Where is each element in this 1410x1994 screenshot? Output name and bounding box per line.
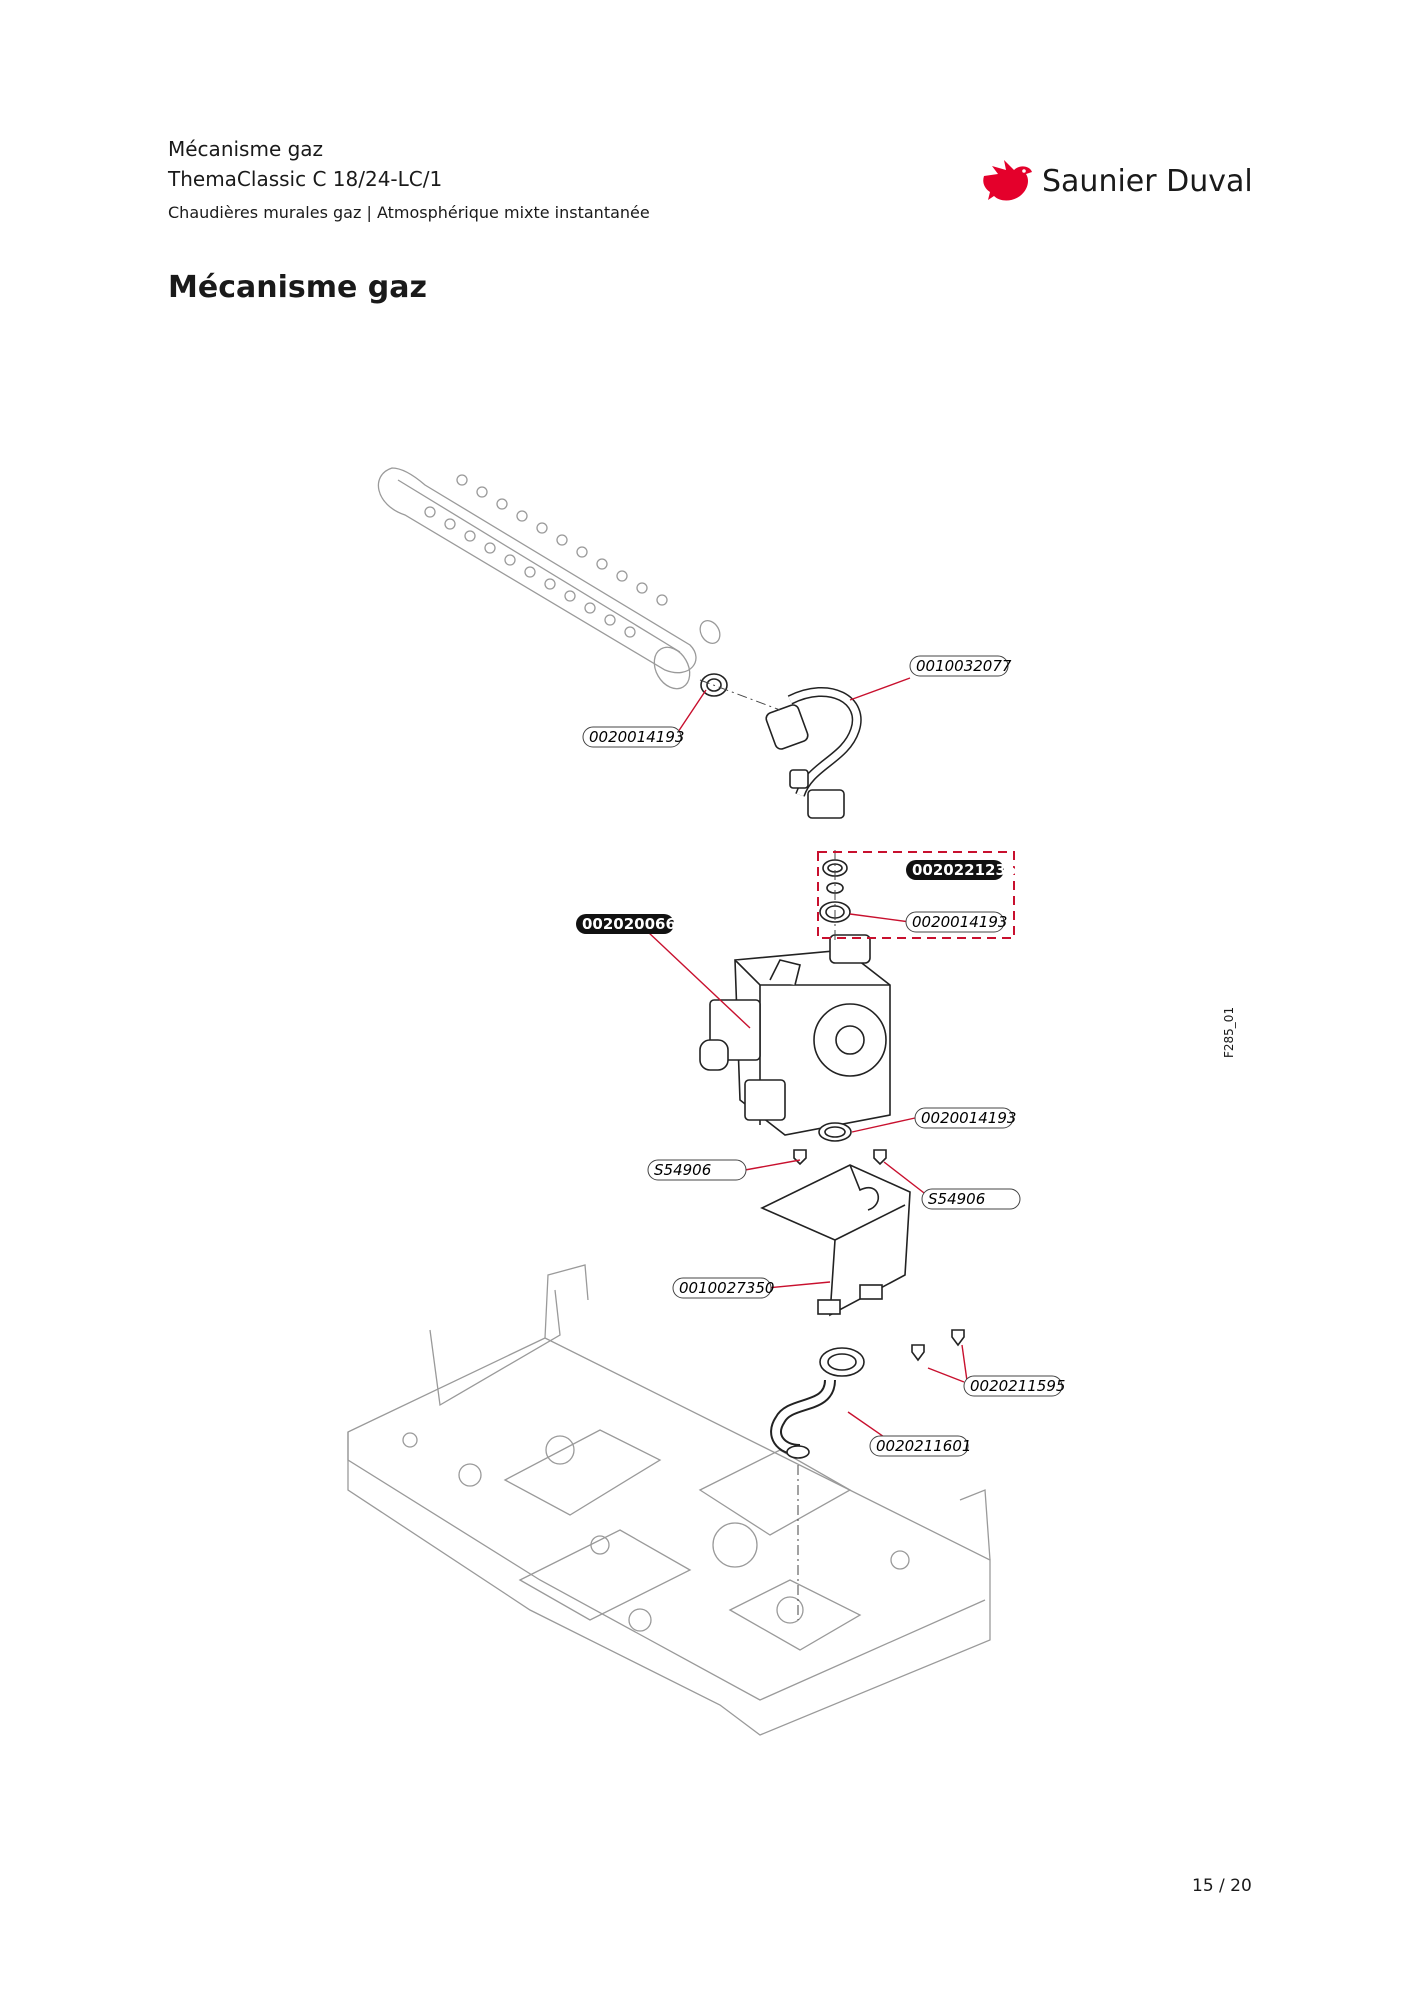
callout-0020014193-upper: 0020014193: [582, 726, 684, 748]
header-section-title: Mécanisme gaz: [168, 137, 324, 161]
header-category: Chaudières murales gaz | Atmosphérique m…: [168, 203, 650, 222]
page-title: Mécanisme gaz: [168, 270, 427, 305]
callout-0020221236: 0020221236: [906, 860, 1016, 880]
header: Mécanisme gaz ThemaClassic C 18/24-LC/1 …: [168, 134, 650, 226]
part-ref-label: 0010032077: [916, 657, 1012, 675]
bird-icon: [983, 160, 1032, 201]
callout-0020211601: 0020211601: [869, 1435, 971, 1457]
brand-name: Saunier Duval: [1042, 164, 1253, 199]
burner-bar: [377, 467, 721, 690]
mounting-screws: [793, 1149, 887, 1166]
ring-seal-lower: [818, 1122, 852, 1142]
part-ref-label: 0020211601: [876, 1437, 971, 1455]
part-ref-label: S54906: [654, 1161, 711, 1179]
gas-pipe-upper: [765, 686, 862, 819]
callout-0020014193-kit: 0020014193: [905, 911, 1007, 933]
part-ref-label: 0020014193: [912, 913, 1007, 931]
callout-0020200660: 0020200660: [576, 914, 686, 934]
kit-dashed-frame: [817, 851, 1015, 939]
mounting-bracket: [760, 1164, 911, 1317]
brand-logo: Saunier Duval: [980, 158, 1253, 208]
callout-0010027350: 0010027350: [672, 1277, 774, 1299]
center-lines: [699, 679, 836, 1620]
part-ref-label: 0020200660: [582, 915, 686, 933]
part-ref-label: 0010027350: [679, 1279, 774, 1297]
part-ref-label: S54906: [928, 1190, 985, 1208]
gas-pipe-lower: [770, 1347, 865, 1459]
page-number: 15 / 20: [1192, 1876, 1252, 1896]
part-ref-label: 0020014193: [589, 728, 684, 746]
part-ref-label: 0020221236: [912, 861, 1016, 879]
fixing-screws: [911, 1329, 965, 1362]
chassis-plate: [347, 1264, 991, 1736]
callout-0020211595: 0020211595: [963, 1375, 1065, 1397]
part-ref-label: 0020014193: [921, 1109, 1016, 1127]
callout-S54906-left: S54906: [647, 1159, 747, 1181]
callout-0020014193-lower: 0020014193: [914, 1107, 1016, 1129]
figure-code: F285_01: [1222, 1006, 1236, 1058]
callout-0010032077: 0010032077: [909, 655, 1012, 677]
part-ref-label: 0020211595: [970, 1377, 1065, 1395]
gas-valve-body: [699, 934, 891, 1136]
header-product-name: ThemaClassic C 18/24-LC/1: [168, 167, 443, 191]
callout-S54906-right: S54906: [921, 1188, 1021, 1210]
leader-lines: [647, 677, 969, 1449]
